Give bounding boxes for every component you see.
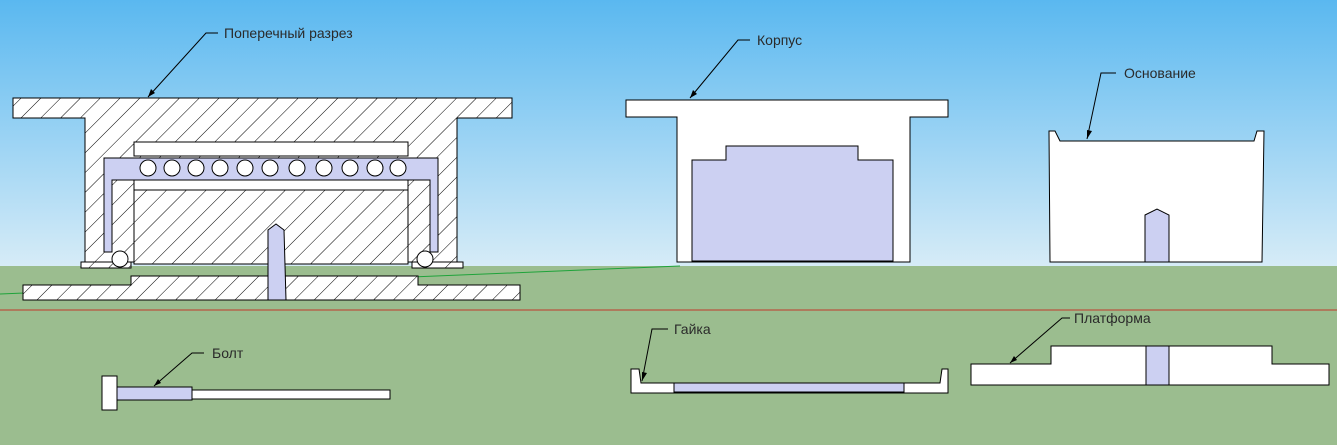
platform-part <box>970 345 1330 386</box>
nut-part <box>630 368 949 394</box>
cross-section-bearing-left <box>111 250 129 268</box>
label-platform: Платформа <box>1074 310 1151 326</box>
base-bolt-hole <box>1144 208 1170 263</box>
body-inner-cavity <box>691 145 894 262</box>
leader-platform: Платформа <box>1009 310 1151 364</box>
cross-section-lower-rail <box>133 179 409 191</box>
cross-section-assembly <box>12 97 521 301</box>
platform-bolt-hole <box>1145 345 1170 386</box>
leader-base: Основание <box>1086 65 1196 140</box>
leader-bolt: Болт <box>153 345 244 387</box>
cross-section-balls <box>139 159 407 177</box>
base-part <box>1048 130 1265 263</box>
cross-section-flange-right <box>411 261 464 269</box>
bolt-part <box>101 375 391 411</box>
leader-body: Корпус <box>689 32 802 99</box>
cross-section-bearing-right <box>416 250 434 268</box>
bolt-shank-highlight <box>116 386 193 401</box>
label-base: Основание <box>1124 65 1196 81</box>
label-nut: Гайка <box>674 321 711 337</box>
label-body: Корпус <box>757 32 802 48</box>
leader-nut: Гайка <box>641 321 711 382</box>
cross-section-flange-left <box>80 261 132 269</box>
cross-section-upper-rail <box>133 141 409 157</box>
label-bolt: Болт <box>212 345 244 361</box>
body-part <box>625 99 949 263</box>
cross-section-bolt <box>267 223 287 301</box>
leader-cross-section: Поперечный разрез <box>147 25 353 98</box>
nut-inner <box>673 382 905 393</box>
label-cross-section: Поперечный разрез <box>224 25 353 41</box>
